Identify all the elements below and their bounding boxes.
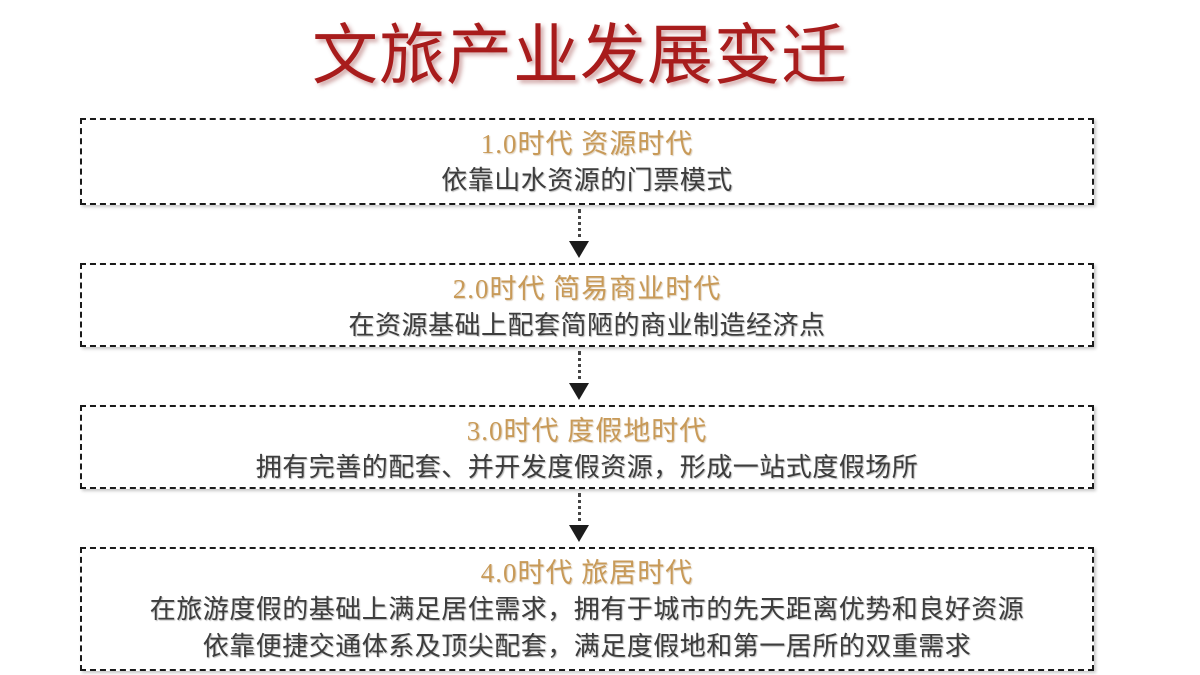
page-title: 文旅产业发展变迁: [312, 20, 848, 93]
stage-box-3[interactable]: 3.0时代 度假地时代 拥有完善的配套、并开发度假资源，形成一站式度假场所: [80, 405, 1094, 489]
connector-3-to-4: [80, 489, 1094, 547]
stage-2-body-line-1: 在资源基础上配套简陋的商业制造经济点: [348, 311, 826, 341]
arrow-down-icon: [569, 383, 589, 400]
connector-2-to-3: [80, 347, 1094, 405]
stage-box-1[interactable]: 1.0时代 资源时代 依靠山水资源的门票模式: [80, 118, 1094, 205]
connector-line: [578, 351, 581, 387]
stage-box-4[interactable]: 4.0时代 旅居时代 在旅游度假的基础上满足居住需求，拥有于城市的先天距离优势和…: [80, 547, 1094, 671]
connector-line: [578, 209, 581, 245]
stage-2-heading: 2.0时代 简易商业时代: [452, 274, 722, 304]
stage-1-body-line-1: 依靠山水资源的门票模式: [441, 166, 733, 196]
stage-3-heading: 3.0时代 度假地时代: [466, 416, 708, 446]
stage-1-heading: 1.0时代 资源时代: [480, 129, 694, 159]
connector-line: [578, 493, 581, 529]
stage-box-2[interactable]: 2.0时代 简易商业时代 在资源基础上配套简陋的商业制造经济点: [80, 263, 1094, 347]
connector-1-to-2: [80, 205, 1094, 263]
arrow-down-icon: [569, 241, 589, 258]
stage-4-body-line-1: 在旅游度假的基础上满足居住需求，拥有于城市的先天距离优势和良好资源: [149, 595, 1025, 625]
stage-4-heading: 4.0时代 旅居时代: [480, 558, 694, 588]
stage-4-body-line-2: 依靠便捷交通体系及顶尖配套，满足度假地和第一居所的双重需求: [202, 632, 972, 662]
arrow-down-icon: [569, 525, 589, 542]
stage-flow-diagram: 1.0时代 资源时代 依靠山水资源的门票模式 2.0时代 简易商业时代 在资源基…: [80, 118, 1094, 671]
stage-3-body-line-1: 拥有完善的配套、并开发度假资源，形成一站式度假场所: [255, 453, 919, 483]
